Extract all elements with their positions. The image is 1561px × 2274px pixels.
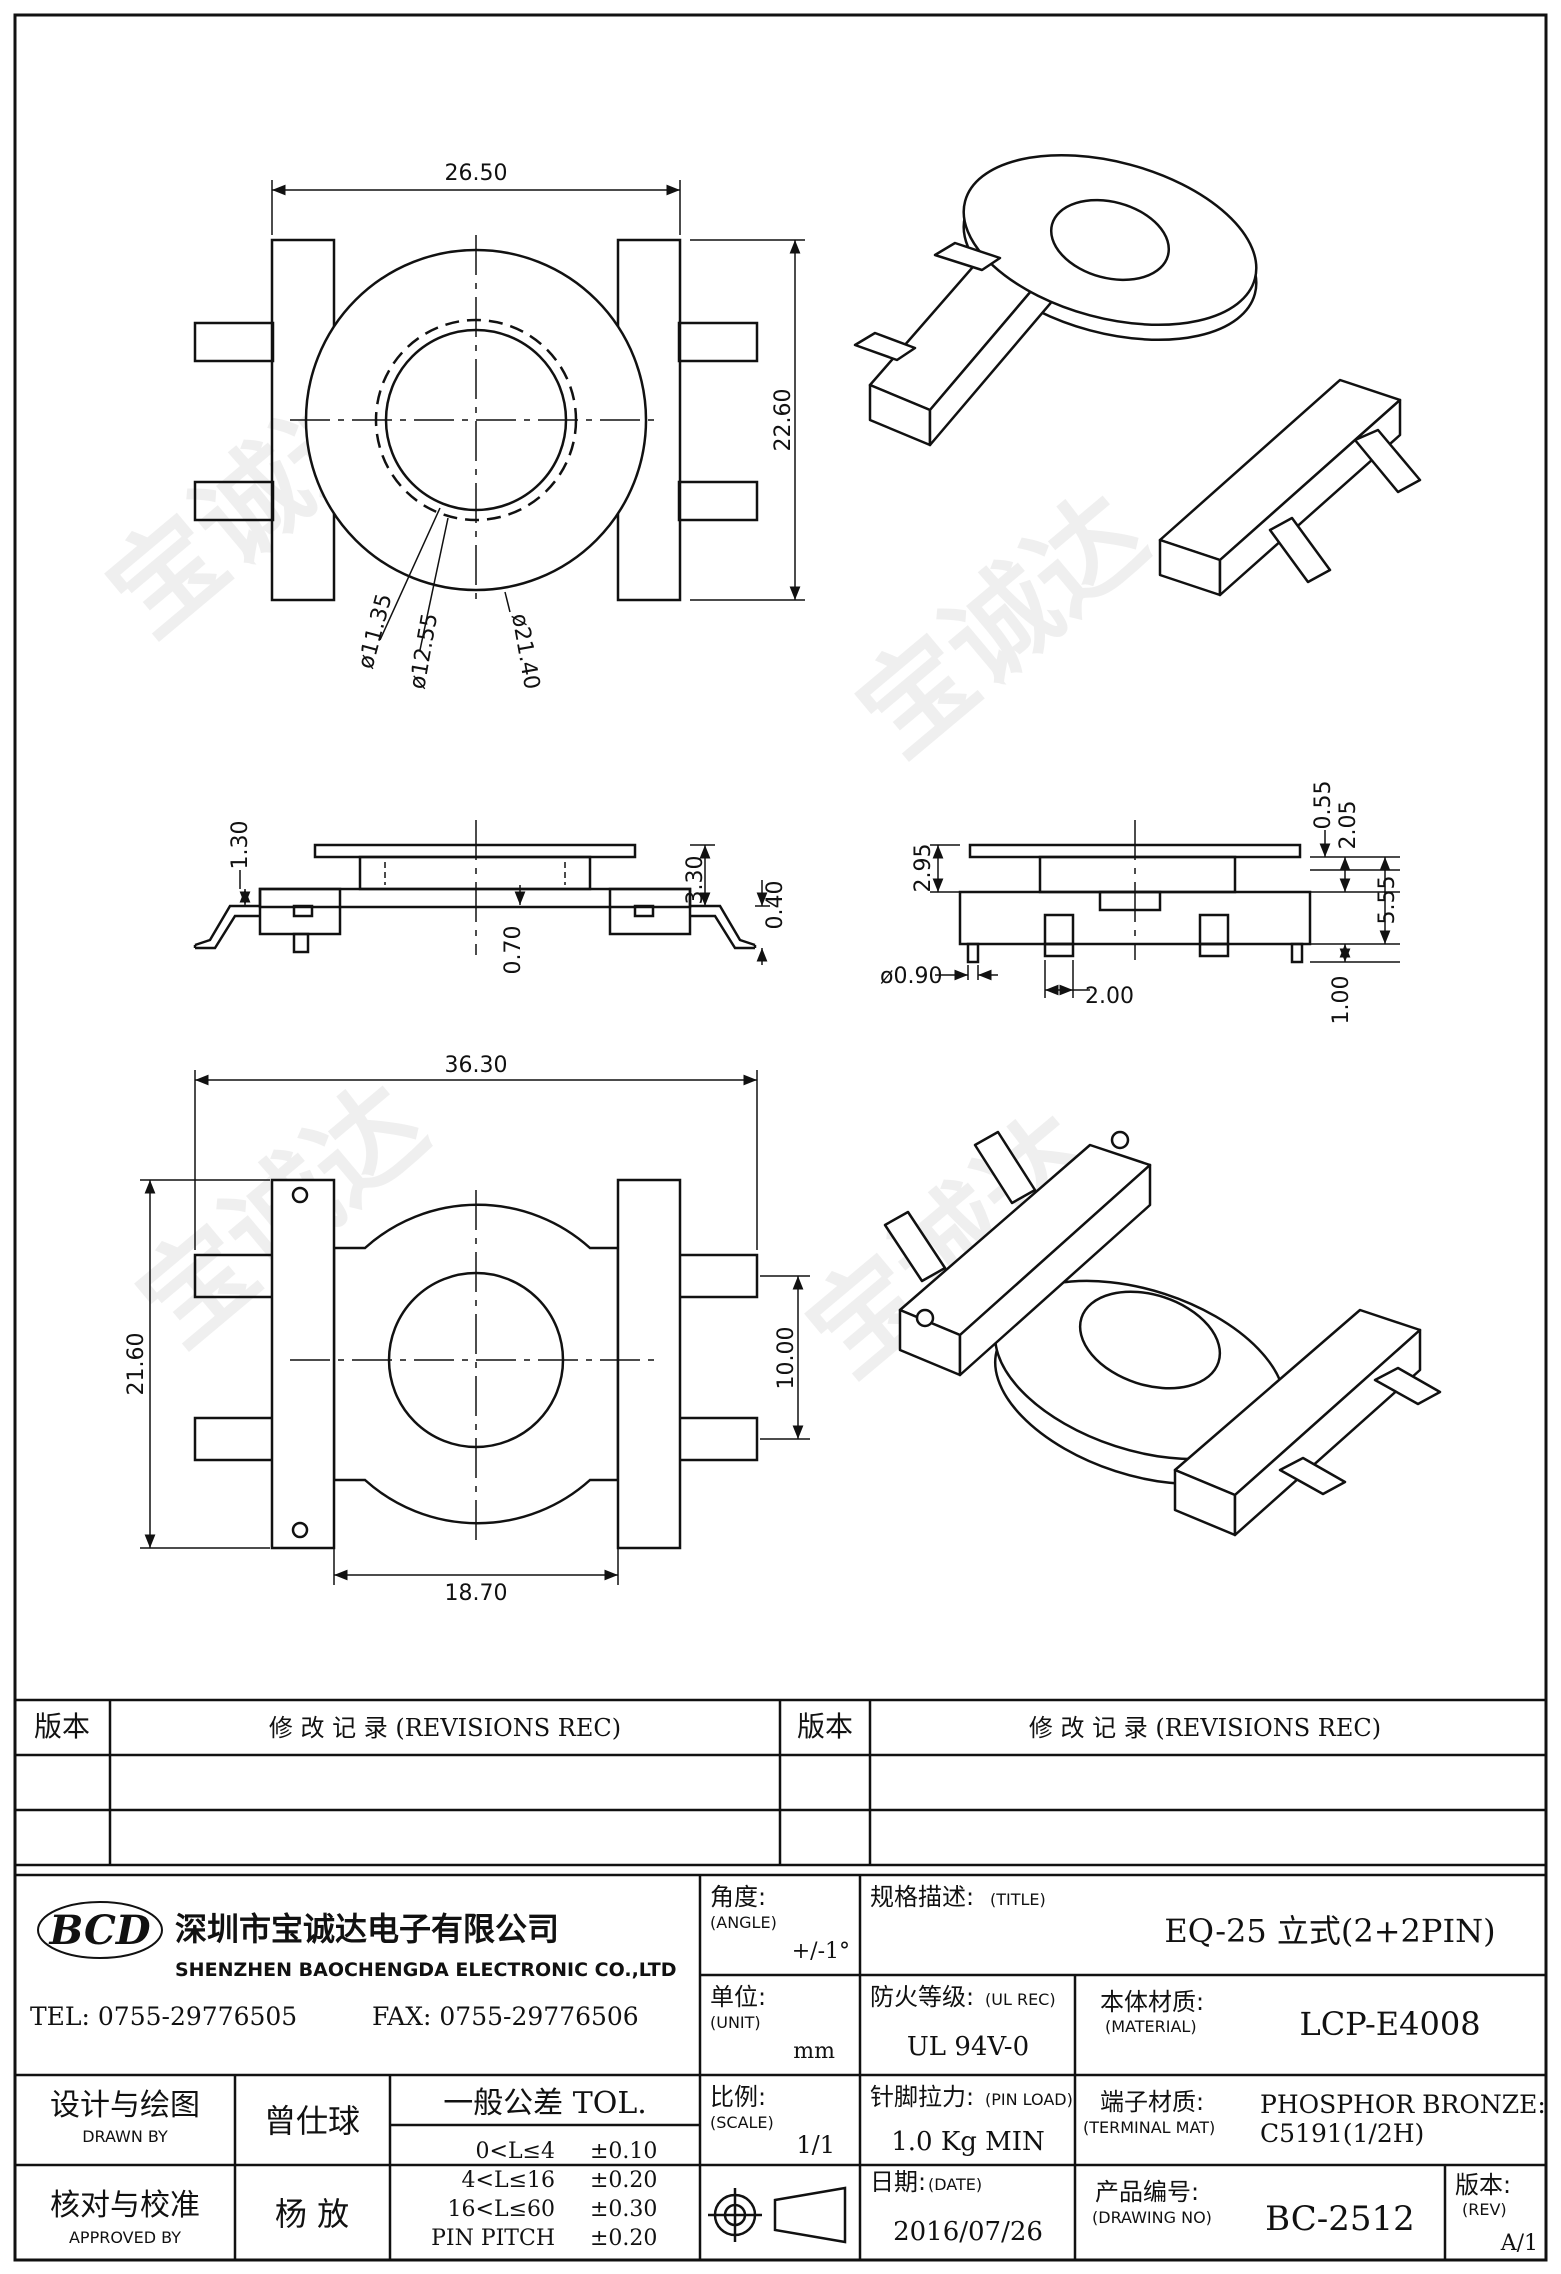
iso-view-bottom — [883, 1130, 1442, 1537]
company-logo: BCD — [37, 1901, 163, 1959]
ul-value: UL 94V-0 — [907, 2032, 1029, 2062]
drawing-no-label: 产品编号: — [1095, 2178, 1199, 2206]
dim-end-pin-dia: ø0.90 — [880, 964, 942, 989]
dim-dia-dashed: ø12.55 — [405, 611, 443, 691]
unit-label: 单位: — [710, 1983, 766, 2011]
top-view — [193, 180, 805, 651]
approved-label-en: APPROVED BY — [69, 2228, 181, 2247]
svg-text:BCD: BCD — [48, 1907, 150, 1954]
date-value: 2016/07/26 — [893, 2217, 1043, 2247]
drawn-name: 曾仕球 — [264, 2102, 360, 2140]
dim-end-5-55: 5.55 — [1375, 876, 1400, 925]
company-tel: TEL: 0755-29776505 — [30, 2002, 297, 2031]
tol-range-1: 4<L≤16 — [462, 2168, 555, 2193]
rev-value: A/1 — [1500, 2231, 1538, 2256]
angle-label: 角度: — [710, 1883, 766, 1911]
dim-side-3-30: 3.30 — [683, 856, 708, 905]
approved-label: 核对与校准 — [50, 2188, 200, 2223]
company-name-cn: 深圳市宝诚达电子有限公司 — [175, 1910, 559, 1948]
svg-text:宝诚达: 宝诚达 — [834, 470, 1169, 780]
iso-view-top — [853, 153, 1422, 597]
projection-symbol-icon — [708, 2186, 847, 2244]
sheet-border — [13, 13, 1548, 2262]
revisions-table — [15, 1698, 1546, 1877]
rev-header-rec-right: 修 改 记 录 (REVISIONS REC) — [1029, 1714, 1381, 1742]
dim-dia-outer: ø21.40 — [506, 612, 544, 692]
dim-end-0-55: 0.55 — [1311, 781, 1336, 830]
rev-header-rec-left: 修 改 记 录 (REVISIONS REC) — [269, 1714, 621, 1742]
tol-range-2: 16<L≤60 — [448, 2197, 555, 2222]
material-label: 本体材质: — [1100, 1988, 1204, 2016]
terminal-label-en: (TERMINAL MAT) — [1083, 2118, 1215, 2137]
pin-load-label: 针脚拉力: — [870, 2083, 974, 2111]
terminal-value-2: C5191(1/2H) — [1260, 2119, 1424, 2148]
dim-bottom-inner: 18.70 — [445, 1581, 508, 1606]
side-view — [193, 820, 770, 965]
drawn-label-en: DRAWN BY — [82, 2127, 168, 2146]
material-label-en: (MATERIAL) — [1105, 2017, 1197, 2036]
title-value: EQ-25 立式(2+2PIN) — [1164, 1912, 1495, 1950]
dim-bottom-width: 36.30 — [445, 1053, 508, 1078]
scale-label: 比例: — [710, 2083, 766, 2111]
scale-value: 1/1 — [796, 2131, 835, 2159]
dim-end-2-00: 2.00 — [1085, 984, 1134, 1009]
dim-side-0-70: 0.70 — [501, 926, 526, 975]
dim-end-1-00: 1.00 — [1329, 976, 1354, 1025]
dim-side-1-30: 1.30 — [228, 821, 253, 870]
rev-label-en: (REV) — [1462, 2200, 1507, 2219]
drawn-label: 设计与绘图 — [50, 2088, 200, 2123]
terminal-value-1: PHOSPHOR BRONZE: — [1260, 2090, 1546, 2119]
dim-side-0-40: 0.40 — [763, 881, 788, 930]
tol-title: 一般公差 TOL. — [443, 2086, 647, 2121]
end-view — [930, 820, 1400, 998]
dim-dia-inner: ø11.35 — [354, 591, 398, 671]
pin-load-value: 1.0 Kg MIN — [891, 2127, 1045, 2157]
title-label: 规格描述: — [870, 1883, 974, 1911]
drawing-no-value: BC-2512 — [1265, 2199, 1415, 2239]
tol-val-0: ±0.10 — [590, 2139, 657, 2164]
tol-range-3: PIN PITCH — [431, 2226, 555, 2251]
tol-val-3: ±0.20 — [590, 2226, 657, 2251]
dim-end-2-05: 2.05 — [1336, 801, 1361, 850]
bottom-view — [140, 1070, 810, 1585]
pin-load-label-en: (PIN LOAD) — [985, 2090, 1073, 2109]
title-block-grid — [15, 1875, 1546, 2260]
dim-bottom-height: 21.60 — [124, 1333, 149, 1396]
rev-header-ver-right: 版本 — [797, 1710, 853, 1743]
dim-top-width: 26.50 — [445, 161, 508, 186]
ul-label: 防火等级: — [870, 1983, 974, 2011]
date-label: 日期: — [870, 2168, 926, 2196]
date-label-en: (DATE) — [928, 2175, 982, 2194]
angle-value: +/-1° — [792, 1939, 850, 1964]
tol-val-1: ±0.20 — [590, 2168, 657, 2193]
material-value: LCP-E4008 — [1299, 2005, 1480, 2043]
unit-label-en: (UNIT) — [710, 2013, 761, 2032]
terminal-label: 端子材质: — [1100, 2088, 1204, 2116]
ul-label-en: (UL REC) — [985, 1990, 1056, 2009]
approved-name: 杨 放 — [275, 2195, 349, 2233]
title-label-en: (TITLE) — [990, 1890, 1046, 1909]
company-name-en: SHENZHEN BAOCHENGDA ELECTRONIC CO.,LTD — [175, 1959, 676, 1981]
rev-label: 版本: — [1455, 2171, 1511, 2199]
company-fax: FAX: 0755-29776506 — [372, 2002, 639, 2031]
dim-bottom-pitch: 10.00 — [774, 1327, 799, 1390]
tol-range-0: 0<L≤4 — [476, 2139, 555, 2164]
unit-value: mm — [793, 2039, 835, 2064]
drawing-no-label-en: (DRAWING NO) — [1092, 2208, 1212, 2227]
tol-val-2: ±0.30 — [590, 2197, 657, 2222]
angle-label-en: (ANGLE) — [710, 1913, 777, 1932]
dim-top-height: 22.60 — [771, 389, 796, 452]
rev-header-ver-left: 版本 — [34, 1710, 90, 1743]
scale-label-en: (SCALE) — [710, 2113, 774, 2132]
dim-end-2-95: 2.95 — [911, 844, 936, 893]
